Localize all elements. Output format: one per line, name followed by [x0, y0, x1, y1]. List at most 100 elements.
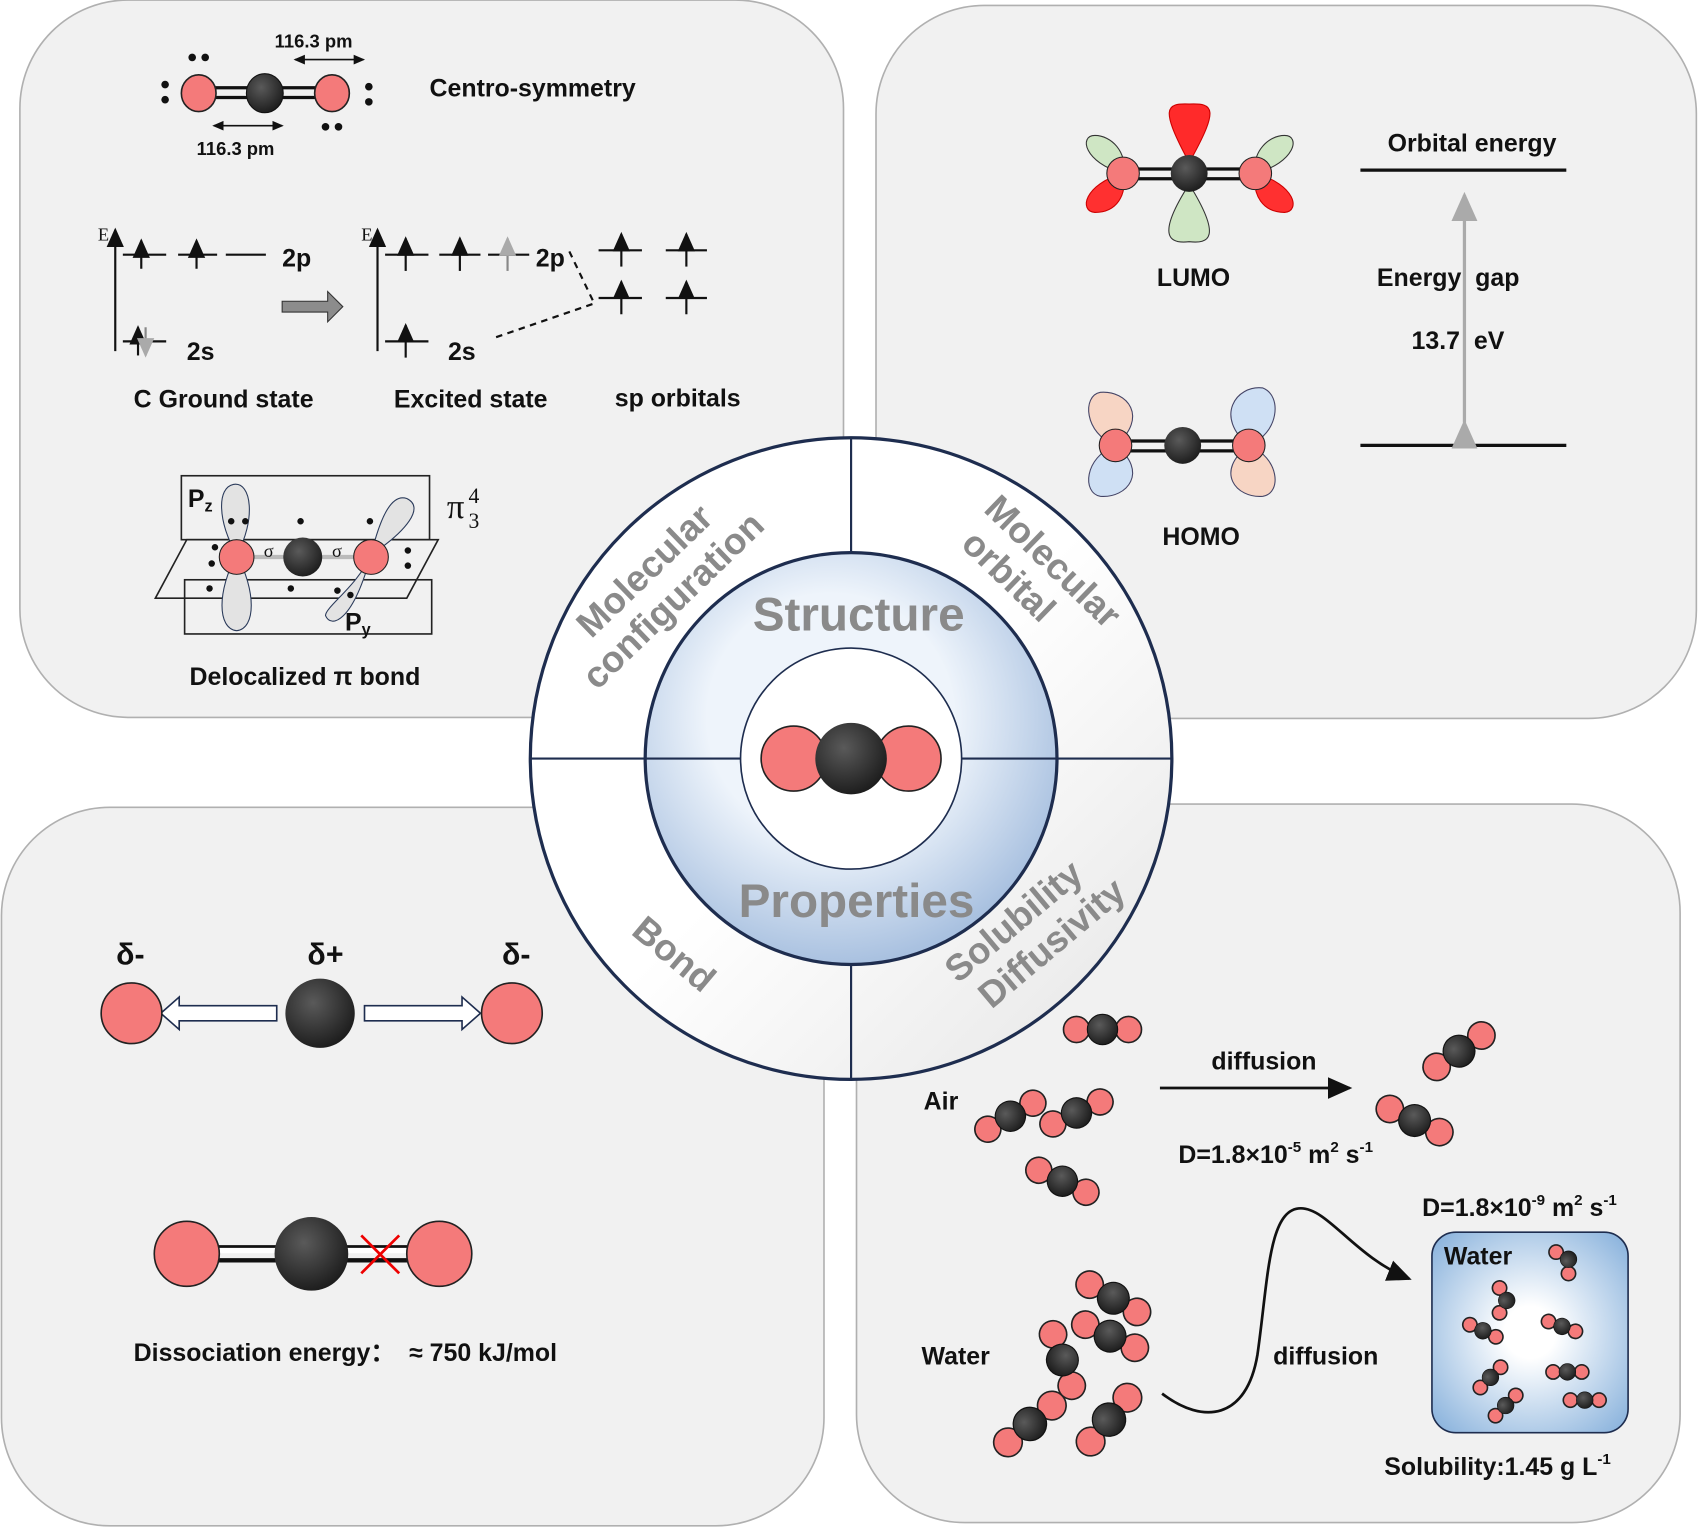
- co2-molecule: [1487, 1387, 1524, 1424]
- py-label: Py: [345, 609, 371, 639]
- carbon-atom: [1046, 1165, 1079, 1197]
- carbon-atom: [1398, 1104, 1432, 1138]
- polar-bond-diagram: [100, 978, 544, 1048]
- ground-2s-label: 2s: [187, 338, 215, 366]
- homo-orbital: [1088, 387, 1276, 497]
- co2-molecule: [1545, 1363, 1590, 1381]
- diffusion-water-label: diffusion: [1273, 1342, 1378, 1370]
- carbon-atom: [1553, 1317, 1571, 1336]
- co2-molecule: [1375, 1094, 1454, 1147]
- co2-molecule: [1472, 1359, 1509, 1396]
- carbon-atom: [1093, 1319, 1127, 1353]
- co2-molecule: [1070, 1310, 1150, 1363]
- carbon-atom: [1086, 1013, 1119, 1046]
- carbon-atom: [1045, 1343, 1079, 1377]
- carbon-atom: [1481, 1368, 1500, 1387]
- excitation-arrow-icon: [281, 290, 344, 324]
- co2-molecule: [1491, 1280, 1516, 1321]
- lumo-orbital: [1085, 103, 1294, 243]
- pi-notation: π: [447, 488, 465, 526]
- co2-molecule: [1062, 1013, 1143, 1046]
- ground-2p-label: 2p: [282, 245, 311, 273]
- pi-subscript: 3: [469, 509, 480, 533]
- co2-molecule: [1540, 1313, 1584, 1340]
- delocalized-pi-bond-diagram: [153, 474, 440, 635]
- excited-state-label: Excited state: [394, 385, 548, 413]
- co2-molecule: [1548, 1244, 1578, 1282]
- oxygen-atom: [1062, 1015, 1091, 1044]
- oxygen-atom: [1562, 1392, 1579, 1409]
- homo-label: HOMO: [1162, 523, 1239, 551]
- water-diffusivity: D=1.8×10-9 m2 s-1: [1422, 1192, 1617, 1222]
- lumo-label: LUMO: [1157, 264, 1230, 292]
- properties-label: Properties: [739, 875, 975, 928]
- sigma-left: σ: [264, 541, 274, 561]
- water-label: Water: [922, 1342, 991, 1370]
- orbital-energy-label: Orbital energy: [1388, 130, 1557, 158]
- delta-minus-right: δ-: [502, 938, 531, 971]
- carbon-atom: [1576, 1391, 1594, 1409]
- co2-molecule: [1038, 1319, 1087, 1401]
- carbon-atom: [1096, 1281, 1130, 1315]
- energy-gap-value: 13.7 eV: [1412, 327, 1505, 355]
- co2-molecule: [1025, 1156, 1100, 1207]
- air-label: Air: [924, 1088, 959, 1116]
- carbon-atom: [1558, 1363, 1577, 1381]
- solubility-label: Solubility:1.45 g L-1: [1384, 1451, 1611, 1481]
- carbon-atom: [1496, 1396, 1515, 1415]
- oxygen-atom: [1545, 1363, 1562, 1380]
- bond-length-bottom: 116.3 pm: [197, 138, 275, 159]
- diffusion-curve-arrow-icon: [1161, 1206, 1412, 1414]
- dissolved-co2-molecules: [1461, 1244, 1608, 1424]
- ground-state-label: C Ground state: [134, 385, 314, 413]
- center-wheel: [528, 436, 1174, 1081]
- co2-molecule: [1562, 1391, 1608, 1409]
- pz-label: Pz: [188, 485, 213, 515]
- co2-molecule: [1075, 1270, 1152, 1327]
- oxygen-atom: [1591, 1392, 1608, 1409]
- delocalized-label: Delocalized π bond: [190, 663, 421, 691]
- carbon-atom: [1442, 1034, 1476, 1068]
- oxygen-atom: [1548, 1244, 1565, 1261]
- sigma-right: σ: [332, 541, 342, 561]
- structure-label: Structure: [753, 589, 965, 642]
- pi-superscript: 4: [469, 484, 480, 508]
- energy-axis-label-excited: E: [361, 225, 372, 245]
- energy-gap-label: Energy gap: [1377, 264, 1520, 292]
- excited-2s-label: 2s: [448, 338, 476, 366]
- ground-state-diagram: [106, 227, 266, 358]
- co2-molecule: [974, 1089, 1047, 1144]
- co2-molecules: [974, 1013, 1496, 1458]
- excited-2p-label: 2p: [536, 245, 565, 273]
- delta-plus: δ+: [307, 938, 343, 971]
- co2-molecule: [1075, 1382, 1143, 1457]
- oxygen-atom: [1573, 1363, 1590, 1380]
- co2-molecule: [1461, 1316, 1504, 1345]
- broken-bond-cross-icon: [360, 1234, 401, 1275]
- centro-symmetry-label: Centro-symmetry: [430, 74, 636, 102]
- delta-minus-left: δ-: [116, 938, 145, 971]
- carbon-atom: [1091, 1402, 1127, 1437]
- carbon-atom: [1060, 1097, 1093, 1129]
- co2-molecule: [1422, 1021, 1496, 1082]
- carbon-atom: [1012, 1406, 1048, 1442]
- sp-orbitals-label: sp orbitals: [615, 384, 741, 412]
- co2-molecule: [992, 1390, 1067, 1458]
- panel-bond: [0, 806, 825, 1527]
- oxygen-atom: [1560, 1265, 1577, 1282]
- oxygen-atom: [1491, 1280, 1508, 1297]
- oxygen-atom: [1114, 1015, 1143, 1044]
- bond-length-top: 116.3 pm: [275, 31, 353, 52]
- carbon-atom: [1474, 1322, 1492, 1340]
- diffusion-air-label: diffusion: [1211, 1048, 1316, 1076]
- carbon-atom: [1559, 1250, 1578, 1268]
- co2-lewis-structure: [161, 53, 373, 131]
- air-diffusivity: D=1.8×10-5 m2 s-1: [1178, 1139, 1373, 1169]
- water-box-label: Water: [1444, 1243, 1513, 1271]
- excited-state-diagram: [368, 227, 707, 358]
- carbon-atom: [1498, 1291, 1516, 1310]
- dissociation-diagram: [153, 1216, 473, 1291]
- carbon-atom: [994, 1100, 1027, 1132]
